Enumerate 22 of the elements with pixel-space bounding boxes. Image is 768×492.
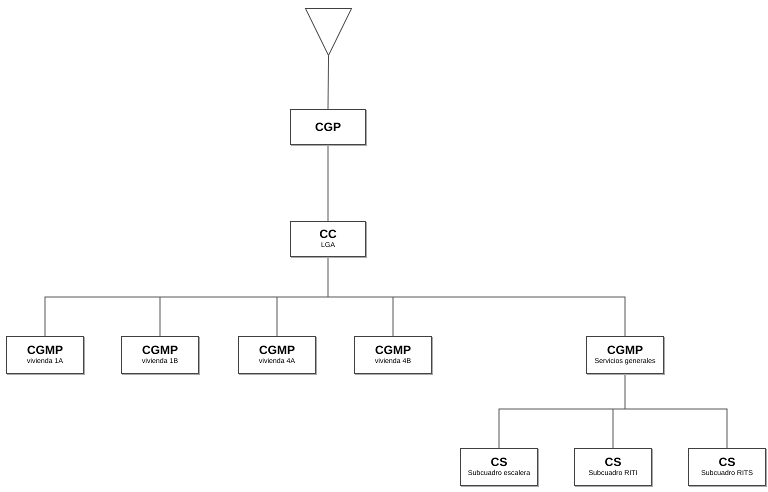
component-box <box>121 336 199 374</box>
connector-line <box>624 374 728 448</box>
component-box <box>290 221 366 257</box>
box-title: CS <box>718 455 736 470</box>
component-box <box>290 109 366 145</box>
box-title: CGMP <box>27 343 63 358</box>
component-box <box>460 448 538 486</box>
connector-line <box>328 56 329 110</box>
box-title: CGMP <box>259 343 295 358</box>
box-title: CS <box>604 455 622 470</box>
box-title: CC <box>319 227 337 242</box>
box-title: CGMP <box>142 343 178 358</box>
component-box <box>354 336 432 374</box>
box-title: CGMP <box>375 343 411 358</box>
box-title: CGMP <box>607 343 643 358</box>
component-box <box>6 336 84 374</box>
component-box <box>238 336 316 374</box>
box-title: CGP <box>314 120 341 134</box>
component-box <box>688 448 766 486</box>
component-box <box>574 448 652 486</box>
component-box <box>586 336 664 374</box>
box-title: CS <box>490 455 508 470</box>
